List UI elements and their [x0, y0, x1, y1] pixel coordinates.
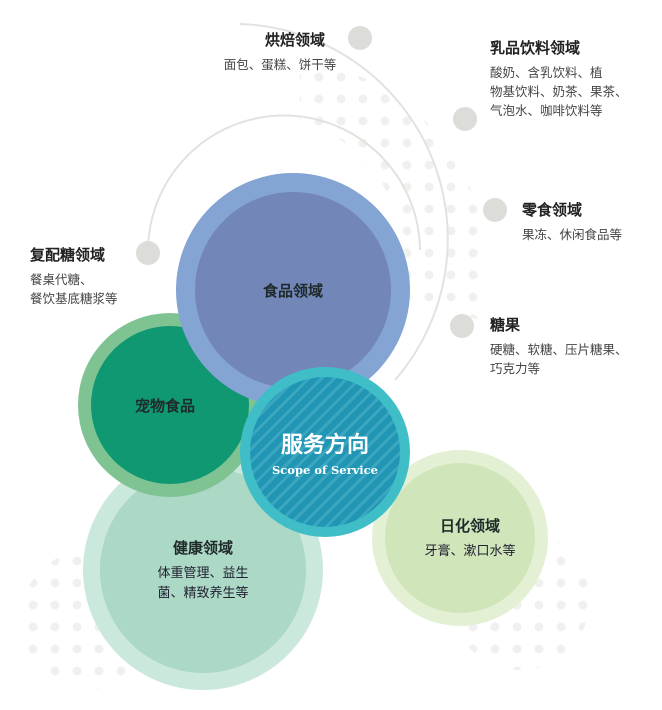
- circle-title: 食品领域: [262, 281, 323, 300]
- label-desc: 酸奶、含乳饮料、植: [490, 65, 603, 80]
- dot-pattern: [300, 60, 487, 320]
- label-desc: 巧克力等: [490, 361, 541, 376]
- label-baking-desc: 面包、蛋糕、饼干等: [200, 55, 360, 74]
- circle-health: 健康领域 体重管理、益生 菌、精致养生等: [83, 450, 323, 690]
- label-title: 零食领域: [522, 201, 583, 219]
- label-desc: 气泡水、咖啡饮料等: [490, 103, 603, 118]
- node-dot: [450, 314, 474, 338]
- center-title: 服务方向: [280, 432, 369, 458]
- label-candy: 糖果 硬糖、软糖、压片糖果、 巧克力等: [490, 314, 628, 378]
- center-circle: 服务方向 Scope of Service: [240, 367, 410, 537]
- circle-daily-inner: 日化领域 牙膏、漱口水等: [385, 463, 535, 613]
- circle-health-inner: 健康领域 体重管理、益生 菌、精致养生等: [100, 467, 306, 673]
- label-desc: 餐饮基底糖浆等: [30, 291, 118, 306]
- label-title: 乳品饮料领域: [490, 39, 581, 57]
- label-snacks: 零食领域 果冻、休闲食品等: [522, 199, 622, 244]
- node-dot: [136, 241, 160, 265]
- circle-daily-chem: 日化领域 牙膏、漱口水等: [372, 450, 548, 626]
- label-desc: 面包、蛋糕、饼干等: [223, 57, 337, 72]
- circle-desc: 菌、精致养生等: [157, 585, 249, 601]
- outer-arc: [239, 23, 449, 381]
- node-dot: [348, 26, 372, 50]
- center-circle-inner: 服务方向 Scope of Service: [250, 377, 400, 527]
- circle-desc: 体重管理、益生: [157, 565, 249, 581]
- label-dairy: 乳品饮料领域 酸奶、含乳饮料、植 物基饮料、奶茶、果茶、 气泡水、咖啡饮料等: [490, 37, 628, 120]
- node-dot: [453, 107, 477, 131]
- circle-title: 日化领域: [439, 516, 500, 535]
- label-title: 烘焙领域: [264, 31, 325, 49]
- circle-desc: 牙膏、漱口水等: [424, 543, 516, 559]
- label-title: 复配糖领域: [30, 246, 106, 264]
- label-title: 糖果: [490, 316, 521, 334]
- circle-food-inner: 食品领域: [195, 192, 391, 388]
- circle-title: 健康领域: [172, 538, 233, 557]
- label-desc: 物基饮料、奶茶、果茶、: [490, 84, 628, 99]
- label-compound-sugar: 复配糖领域 餐桌代糖、 餐饮基底糖浆等: [30, 244, 118, 308]
- circle-title: 宠物食品: [134, 396, 195, 415]
- node-dot: [483, 198, 507, 222]
- label-desc: 硬糖、软糖、压片糖果、: [490, 342, 628, 357]
- label-desc: 餐桌代糖、: [30, 272, 93, 287]
- inner-arc: [146, 114, 421, 254]
- label-baking: 烘焙领域: [240, 29, 350, 51]
- label-desc: 果冻、休闲食品等: [522, 227, 623, 242]
- circle-food: 食品领域: [176, 173, 410, 407]
- center-subtitle: Scope of Service: [271, 463, 378, 477]
